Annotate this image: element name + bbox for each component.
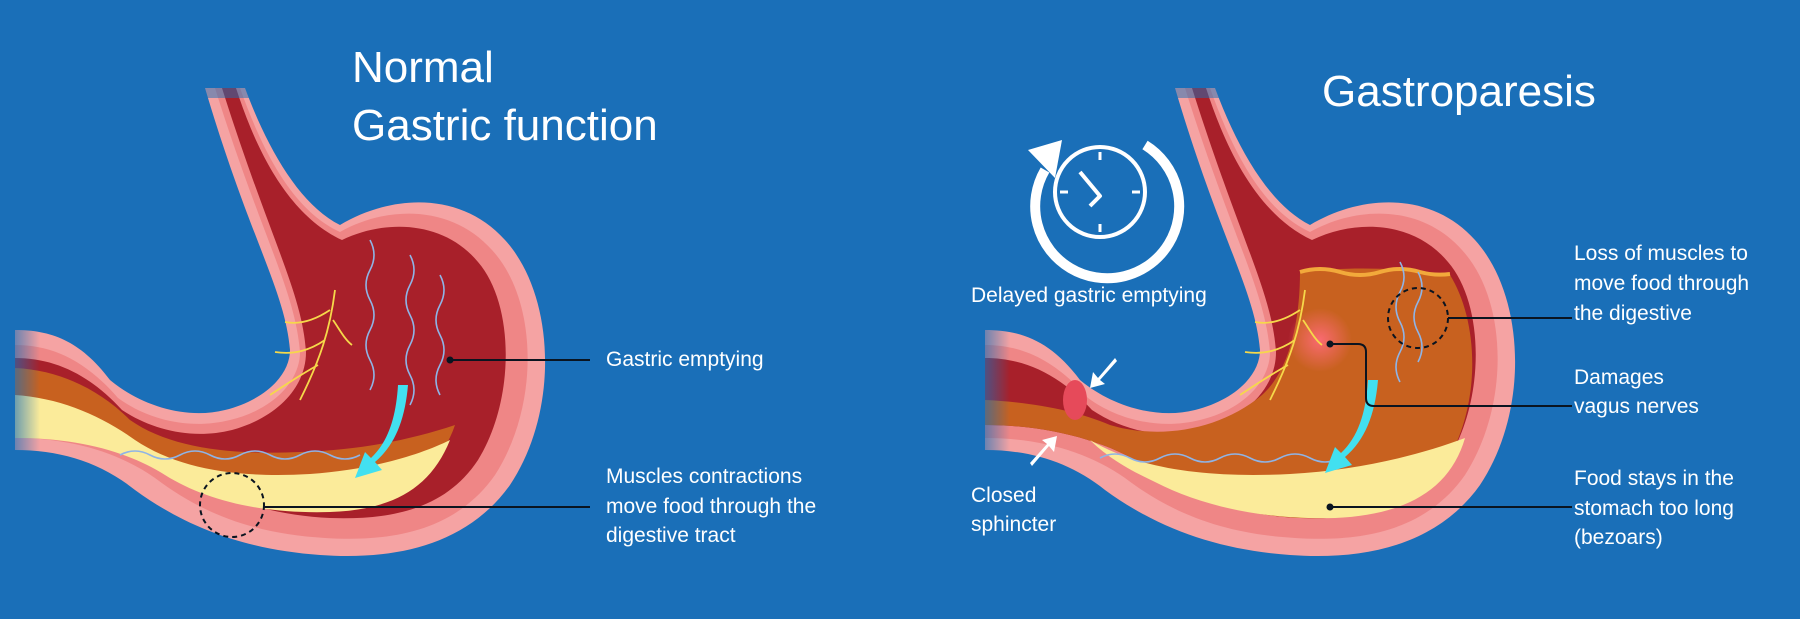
label-contractions-line2: move food through the — [606, 495, 816, 518]
label-loss-muscles-line1: Loss of muscles to — [1574, 242, 1748, 265]
delayed-clock-group — [1028, 140, 1179, 278]
closed-sphincter-mark — [1063, 380, 1087, 420]
sphincter-arrow-upper — [1090, 358, 1117, 388]
gastro-duodenum-fade — [970, 325, 1010, 455]
label-contractions-line1: Muscles contractions — [606, 465, 802, 488]
label-sphincter-line1: Closed — [971, 484, 1036, 507]
normal-stomach-illustration — [0, 80, 590, 556]
clock-icon — [1055, 147, 1145, 237]
label-food-stays: Food stays in the stomach too long (bezo… — [1574, 467, 1734, 549]
normal-title: Normal Gastric function — [352, 43, 658, 150]
label-sphincter-line2: sphincter — [971, 513, 1056, 536]
label-loss-muscles-line3: the digestive — [1574, 302, 1692, 325]
label-food-stays-line2: stomach too long — [1574, 497, 1734, 520]
label-loss-muscles: Loss of muscles to move food through the… — [1574, 242, 1749, 325]
vagus-damage-glow — [1288, 308, 1352, 372]
label-food-stays-line3: (bezoars) — [1574, 526, 1663, 549]
gastroparesis-title: Gastroparesis — [1322, 67, 1596, 116]
label-contractions: Muscles contractions move food through t… — [606, 465, 816, 547]
label-loss-muscles-line2: move food through — [1574, 272, 1749, 295]
normal-duodenum-fade — [0, 325, 40, 455]
label-sphincter: Closed sphincter — [971, 484, 1056, 536]
gastro-esophagus-fade — [1165, 80, 1225, 98]
label-food-stays-line1: Food stays in the — [1574, 467, 1734, 490]
label-gastric-emptying: Gastric emptying — [606, 348, 764, 371]
label-damages-line2: vagus nerves — [1574, 395, 1699, 418]
normal-title-line2: Gastric function — [352, 101, 658, 150]
normal-esophagus-fade — [195, 80, 255, 98]
label-delayed-emptying: Delayed gastric emptying — [971, 284, 1207, 307]
label-damages: Damages vagus nerves — [1574, 366, 1699, 418]
normal-title-line1: Normal — [352, 43, 494, 92]
gastroparesis-stomach-illustration — [970, 80, 1572, 556]
label-damages-line1: Damages — [1574, 366, 1664, 389]
label-contractions-line3: digestive tract — [606, 524, 736, 547]
